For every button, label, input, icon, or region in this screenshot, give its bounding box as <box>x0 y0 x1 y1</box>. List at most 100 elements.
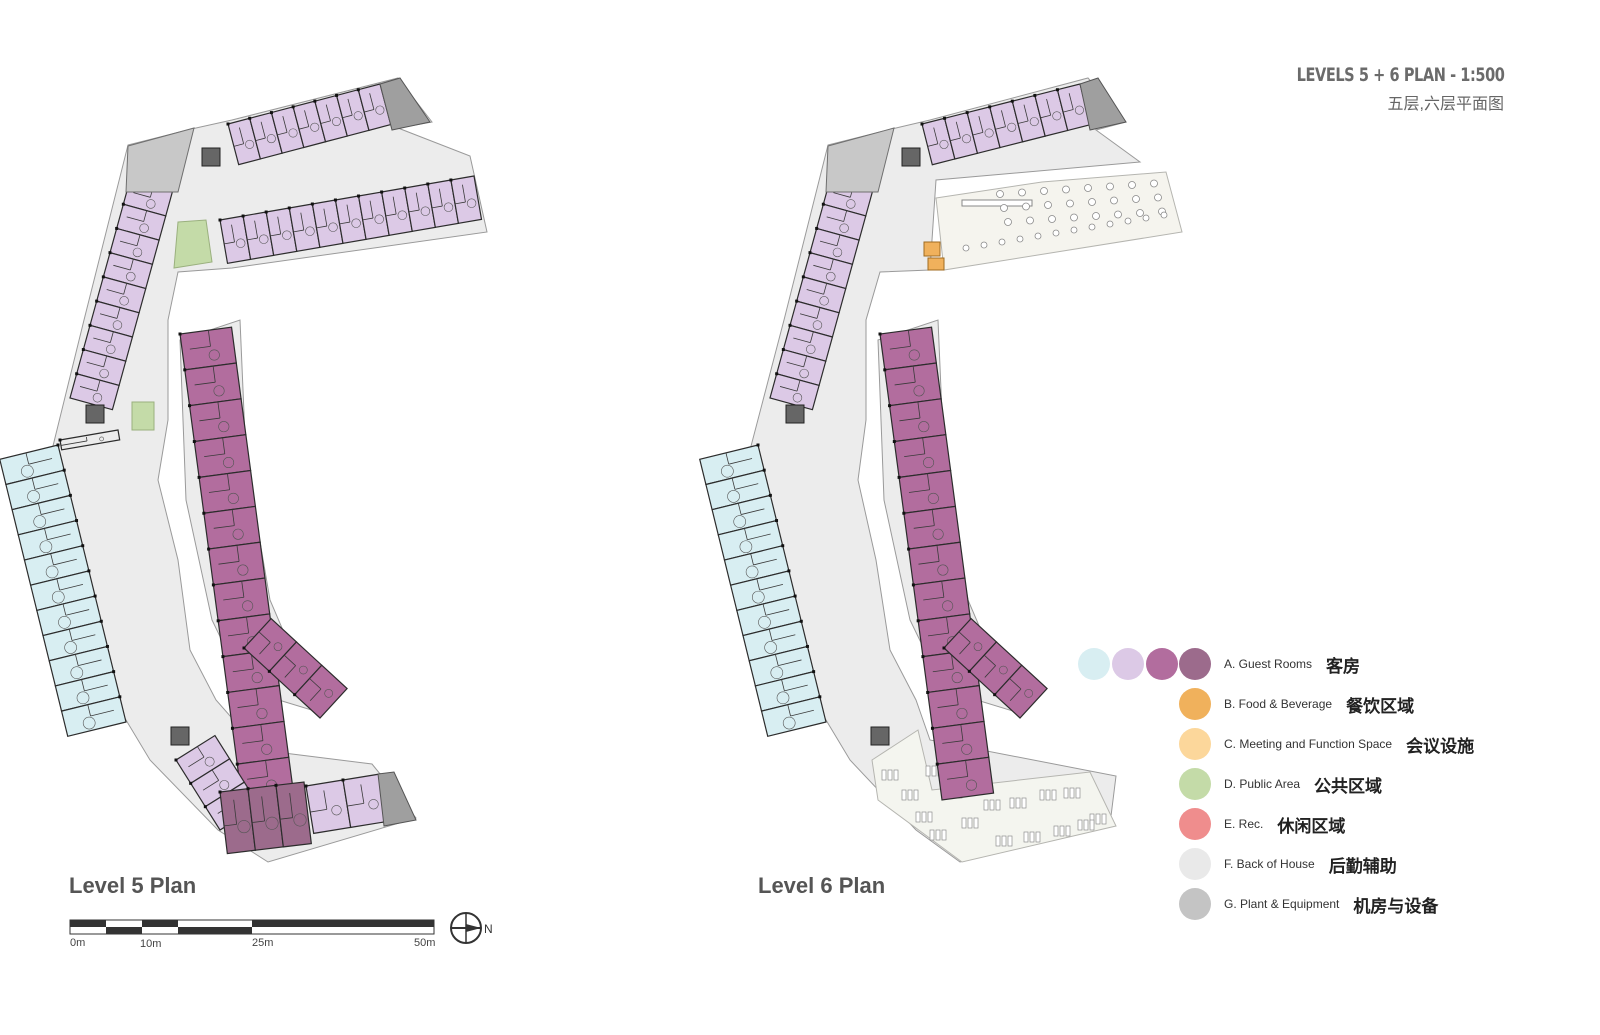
legend-label-en: D. Public Area <box>1224 777 1301 791</box>
legend-label-zh: 公共区域 <box>1314 776 1383 796</box>
level5-stair <box>85 404 105 424</box>
legend-label-en: C. Meeting and Function Space <box>1224 737 1393 751</box>
legend-item-food-beverage: B. Food & Beverage 餐饮区域 <box>1224 684 1414 724</box>
level6-guest-room <box>993 664 1048 719</box>
level6-sun-lounger <box>1009 797 1027 809</box>
level6-dining-table <box>1088 198 1096 206</box>
level5-guest-room <box>449 175 483 225</box>
level5-guest-room <box>69 372 120 411</box>
legend-swatch-plant-equipment <box>1179 888 1211 920</box>
north-arrow-icon: N <box>450 912 493 944</box>
level-6-plan-label: Level 6 Plan <box>758 873 886 898</box>
level6-sun-lounger <box>961 817 979 829</box>
level6-sun-lounger <box>1063 787 1081 799</box>
level6-guest-room <box>965 106 1001 155</box>
title-block: LEVELS 5 + 6 PLAN - 1:500 五层,六层平面图 <box>1260 64 1504 114</box>
level5-guest-room <box>226 684 285 729</box>
level5-plant-core <box>377 771 417 827</box>
level6-dining-table <box>1026 216 1034 225</box>
level6-guest-room <box>926 684 985 729</box>
level6-guest-room <box>769 372 820 411</box>
plan-subtitle: 五层,六层平面图 <box>1387 96 1504 113</box>
legend-swatch-back-of-house <box>1179 848 1211 880</box>
level5-stair <box>201 147 221 167</box>
level5-guest-room <box>192 434 252 479</box>
level6-dining-table <box>1018 188 1026 197</box>
level6-dining-table <box>1022 202 1030 211</box>
legend-label-zh: 休闲区域 <box>1277 816 1346 836</box>
legend-swatch-meeting <box>1179 728 1211 760</box>
level5-guest-room <box>202 505 261 550</box>
legend-label-zh: 机房与设备 <box>1353 896 1439 916</box>
level6-sun-lounger <box>901 789 919 801</box>
legend-item-public-area: D. Public Area 公共区域 <box>1224 764 1382 804</box>
level5-guest-room <box>0 443 65 486</box>
level6-plant-core <box>825 127 895 193</box>
level5-guest-room <box>188 398 247 443</box>
level-5-plan <box>0 77 488 863</box>
level5-plant-core <box>125 127 195 193</box>
level6-dining-table <box>1044 201 1052 209</box>
legend-label-zh: 后勤辅助 <box>1328 856 1397 876</box>
level6-guest-room <box>967 641 1023 696</box>
legend-label-zh: 会议设施 <box>1406 736 1475 756</box>
level6-dining-table <box>1052 229 1060 237</box>
level6-dining-table <box>962 244 970 252</box>
level6-plant-core <box>1079 77 1127 131</box>
level6-dining-table <box>1114 210 1122 219</box>
legend-label-en: B. Food & Beverage <box>1224 697 1333 711</box>
level6-guest-room <box>935 756 995 801</box>
level6-dining-table <box>1016 235 1024 243</box>
legend-swatch-public-area <box>1179 768 1211 800</box>
level6-dining-table <box>1034 232 1042 240</box>
level6-dining-table <box>998 238 1006 246</box>
level5-public-area <box>131 401 155 431</box>
level6-guest-room <box>760 695 827 738</box>
level6-dining-table <box>1070 226 1078 234</box>
level5-corridor-segment <box>58 429 121 451</box>
legend-label-en: E. Rec. <box>1224 817 1264 831</box>
level6-sun-lounger <box>1039 789 1057 801</box>
north-label: N <box>484 922 493 936</box>
level6-sun-lounger <box>1089 813 1107 825</box>
level5-guest-room <box>211 577 271 622</box>
level6-dining-table <box>1160 211 1168 219</box>
level5-guest-room <box>246 784 284 851</box>
level5-plant-core <box>379 77 431 131</box>
level6-food-beverage-kiosk <box>927 257 945 271</box>
level6-dining-table <box>1124 217 1132 225</box>
level-6-plan <box>699 77 1183 863</box>
legend: A. Guest Rooms 客房 B. Food & Beverage 餐饮区… <box>1078 648 1526 940</box>
level6-guest-room <box>883 362 942 407</box>
legend-item-back-of-house: F. Back of House 后勤辅助 <box>1224 844 1397 884</box>
level6-stair <box>785 404 805 424</box>
level5-guest-room <box>274 781 312 848</box>
level5-guest-room <box>230 720 290 765</box>
level6-dining-table <box>1106 182 1114 191</box>
level6-sun-lounger <box>929 829 947 841</box>
legend-swatch-guest-light-blue <box>1078 648 1110 680</box>
level6-guest-room <box>878 326 937 371</box>
level5-guest-room <box>293 664 348 719</box>
legend-label-en: F. Back of House <box>1224 857 1315 871</box>
scale-tick-label: 50m <box>414 937 435 949</box>
level5-public-area <box>173 219 213 269</box>
legend-item-meeting: C. Meeting and Function Space 会议设施 <box>1224 724 1474 764</box>
level6-dining-table <box>1062 185 1070 194</box>
legend-item-rec: E. Rec. 休闲区域 <box>1224 804 1345 844</box>
level6-guest-room <box>930 720 990 765</box>
level5-guest-room <box>60 695 127 738</box>
level5-guest-room <box>109 226 160 266</box>
level6-dining-table <box>1142 214 1150 222</box>
level6-guest-room <box>897 469 957 514</box>
level6-guest-room <box>815 202 867 241</box>
plan-title: LEVELS 5 + 6 PLAN - 1:500 <box>1296 64 1504 86</box>
legend-swatch-guest-lavender <box>1112 648 1144 680</box>
level6-guest-room <box>911 577 971 622</box>
level5-guest-room <box>218 787 256 855</box>
scale-bar: 0m 10m 25m 50m <box>69 919 435 950</box>
legend-swatch-guest-dark-mauve <box>1179 648 1211 680</box>
level6-dining-table <box>1000 204 1008 212</box>
scale-tick-label: 25m <box>252 937 273 949</box>
